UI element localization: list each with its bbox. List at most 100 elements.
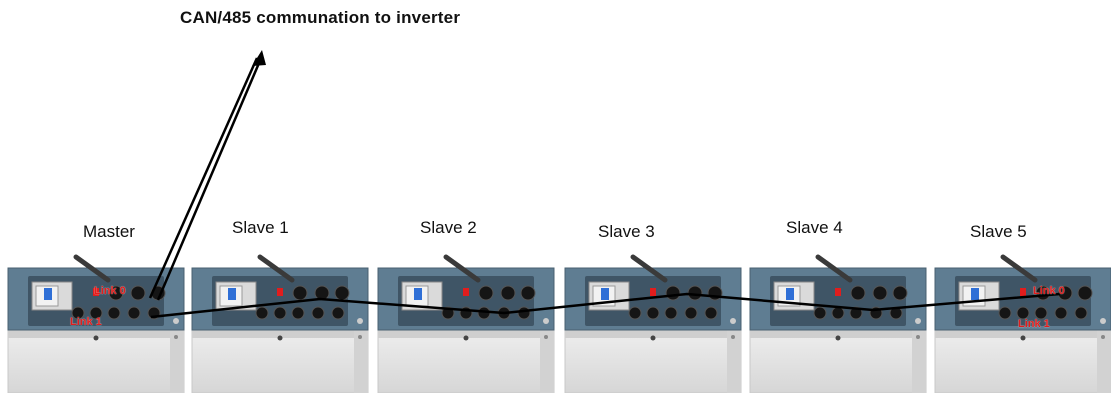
cabinet-screw — [358, 335, 362, 339]
breaker-switch — [786, 288, 794, 300]
slave-5-link-0-label: Link 0 — [1033, 285, 1065, 297]
link-cable — [150, 292, 1061, 319]
cabinet-side — [540, 330, 554, 393]
battery-unit-0 — [7, 254, 185, 393]
port-bottom-0 — [813, 306, 827, 320]
battery-unit-4 — [749, 254, 927, 393]
cabinet-latch — [277, 335, 283, 341]
port-top-1 — [687, 285, 703, 301]
breaker-switch — [228, 288, 236, 300]
port-top-1 — [500, 285, 516, 301]
port-bottom-2 — [291, 306, 305, 320]
port-top-2 — [334, 285, 350, 301]
unit-label-slave-5: Slave 5 — [970, 222, 1027, 241]
port-bottom-1 — [273, 306, 287, 320]
status-led — [463, 288, 469, 296]
port-bottom-3 — [127, 306, 141, 320]
cabinet-latch — [835, 335, 841, 341]
status-led — [277, 288, 283, 296]
port-bottom-3 — [1054, 306, 1068, 320]
antenna — [815, 254, 853, 283]
cabinet-side — [354, 330, 368, 393]
antenna — [73, 254, 111, 283]
inverter-cable-1 — [148, 57, 259, 299]
slave-5-link-1-label: Link 1 — [1018, 318, 1050, 330]
diagram-title: CAN/485 communation to inverter — [180, 8, 461, 27]
port-bottom-3 — [311, 306, 325, 320]
port-bottom-4 — [331, 306, 345, 320]
port-bottom-3 — [684, 306, 698, 320]
panel-screw — [543, 318, 549, 324]
master-link-1-label: Link 1 — [70, 316, 102, 328]
port-bottom-0 — [998, 306, 1012, 320]
port-bottom-0 — [628, 306, 642, 320]
port-top-0 — [292, 285, 308, 301]
port-bottom-1 — [646, 306, 660, 320]
unit-label-master: Master — [83, 222, 135, 241]
status-led — [93, 288, 99, 296]
unit-label-slave-1: Slave 1 — [232, 218, 289, 237]
cabinet-side — [912, 330, 926, 393]
cabinet-side — [1097, 330, 1111, 393]
cabinet-rim — [565, 330, 741, 338]
status-led — [835, 288, 841, 296]
cabinet-side — [170, 330, 184, 393]
port-top-2 — [520, 285, 536, 301]
port-bottom-2 — [107, 306, 121, 320]
antenna — [630, 254, 668, 283]
unit-label-slave-4: Slave 4 — [786, 218, 843, 237]
battery-unit-5 — [934, 254, 1111, 393]
port-top-1 — [130, 285, 146, 301]
port-bottom-1 — [831, 306, 845, 320]
panel-screw — [173, 318, 179, 324]
port-top-0 — [108, 285, 124, 301]
battery-unit-2 — [377, 254, 555, 393]
master-link-0-label: Link 0 — [94, 285, 126, 297]
port-top-2 — [892, 285, 908, 301]
port-top-0 — [665, 285, 681, 301]
inverter-arrowhead — [252, 50, 266, 66]
cabinet-screw — [544, 335, 548, 339]
status-led — [650, 288, 656, 296]
port-bottom-4 — [1074, 306, 1088, 320]
port-top-2 — [1077, 285, 1093, 301]
cabinet-screw — [174, 335, 178, 339]
port-top-0 — [478, 285, 494, 301]
cabinet-screw — [731, 335, 735, 339]
cabinet-rim — [8, 330, 184, 338]
breaker-switch — [601, 288, 609, 300]
breaker-switch — [971, 288, 979, 300]
status-led — [1020, 288, 1026, 296]
cabinet-latch — [650, 335, 656, 341]
port-top-1 — [872, 285, 888, 301]
breaker-switch — [414, 288, 422, 300]
cabinet-latch — [1020, 335, 1026, 341]
port-bottom-1 — [1016, 306, 1030, 320]
cabinet-rim — [378, 330, 554, 338]
unit-label-slave-3: Slave 3 — [598, 222, 655, 241]
unit-label-slave-2: Slave 2 — [420, 218, 477, 237]
panel-screw — [1100, 318, 1106, 324]
cabinet-rim — [750, 330, 926, 338]
cabinet-screw — [916, 335, 920, 339]
panel-screw — [730, 318, 736, 324]
port-bottom-0 — [71, 306, 85, 320]
port-bottom-2 — [1034, 306, 1048, 320]
cabinet-rim — [192, 330, 368, 338]
cabinet-side — [727, 330, 741, 393]
inverter-cable-2 — [156, 55, 264, 301]
cabinet-latch — [463, 335, 469, 341]
battery-unit-3 — [564, 254, 742, 393]
cabinet-rim — [935, 330, 1111, 338]
port-bottom-2 — [664, 306, 678, 320]
port-bottom-1 — [89, 306, 103, 320]
cable-group — [148, 55, 1061, 319]
port-bottom-4 — [517, 306, 531, 320]
antenna — [443, 254, 481, 283]
cabinet-latch — [93, 335, 99, 341]
panel-screw — [357, 318, 363, 324]
port-bottom-4 — [704, 306, 718, 320]
antenna — [257, 254, 295, 283]
